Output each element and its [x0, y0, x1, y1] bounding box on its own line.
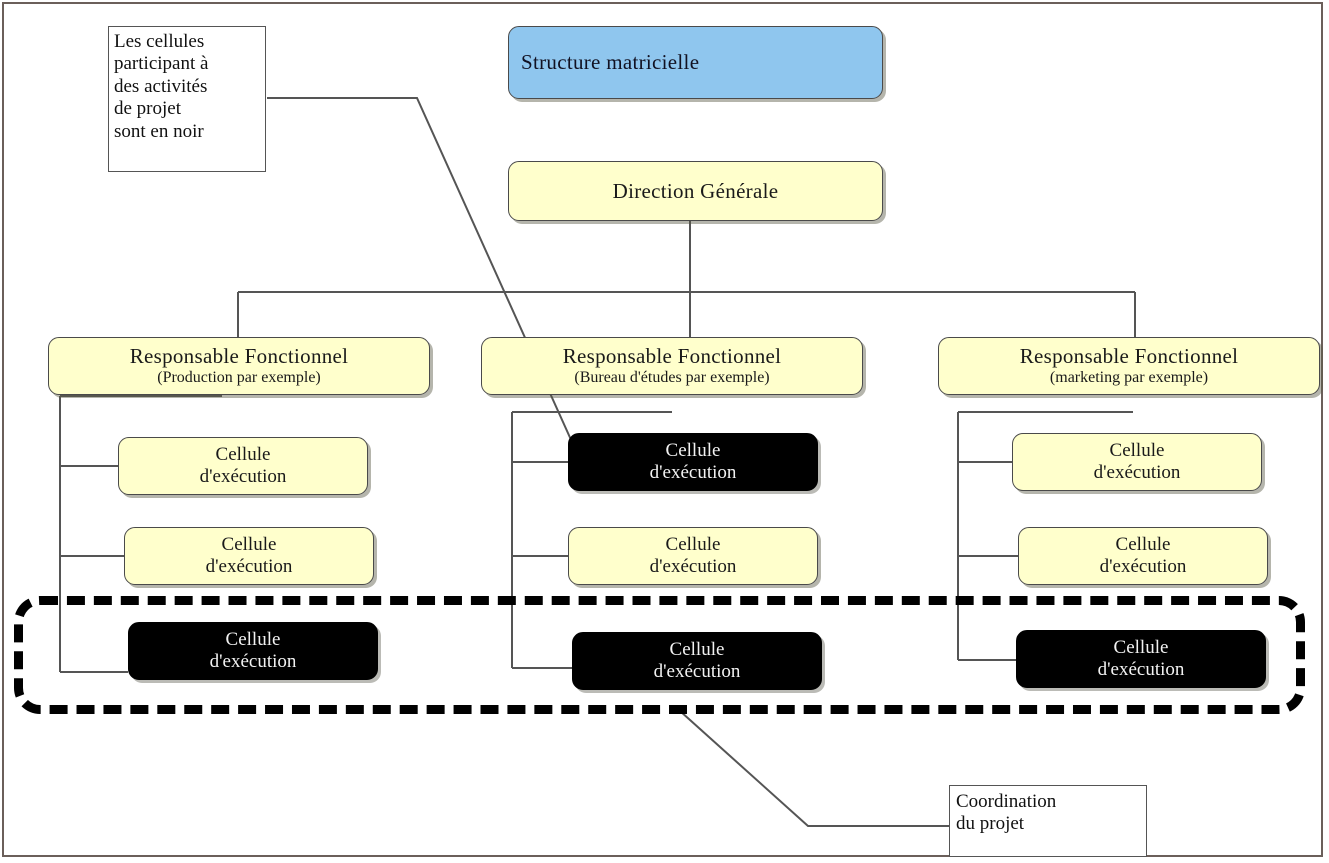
legend-note-line-3: des activités — [114, 75, 208, 97]
node-cell-2-3[interactable]: Cellule d'exécution — [572, 632, 822, 690]
node-responsable-2-title: Responsable Fonctionnel — [562, 344, 782, 369]
node-responsable-3-title: Responsable Fonctionnel — [1019, 344, 1239, 369]
coordination-note-box: Coordination du projet — [949, 785, 1147, 857]
node-cell-2-2-line1: Cellule — [665, 533, 721, 555]
project-zone-outline — [14, 596, 1305, 714]
line-coordination-leader — [679, 710, 949, 827]
legend-note-line-1: Les cellules — [114, 31, 205, 52]
node-responsable-2-subtitle: (Bureau d'études par exemple) — [574, 368, 770, 386]
legend-note-line-2: participant à — [114, 53, 209, 75]
node-cell-1-2[interactable]: Cellule d'exécution — [124, 527, 374, 585]
legend-note-box: Les cellules participant à des activités… — [108, 26, 266, 172]
node-responsable-3-subtitle: (marketing par exemple) — [1049, 368, 1209, 386]
node-cell-2-1-line2: d'exécution — [649, 462, 737, 483]
node-cell-3-3-line2: d'exécution — [1097, 659, 1185, 680]
node-cell-1-3[interactable]: Cellule d'exécution — [128, 622, 378, 680]
node-cell-1-2-line2: d'exécution — [205, 556, 293, 577]
node-cell-3-2-line1: Cellule — [1115, 533, 1171, 555]
node-responsable-1[interactable]: Responsable Fonctionnel (Production par … — [48, 337, 430, 395]
node-cell-3-2-line2: d'exécution — [1099, 556, 1187, 577]
node-responsable-1-subtitle: (Production par exemple) — [157, 368, 321, 386]
node-direction-generale-label: Direction Générale — [612, 178, 779, 203]
node-cell-2-1-line1: Cellule — [665, 439, 721, 461]
node-cell-1-1-line2: d'exécution — [199, 466, 287, 487]
node-cell-3-1-line2: d'exécution — [1093, 462, 1181, 483]
node-cell-1-1-line1: Cellule — [215, 443, 271, 465]
node-cell-3-3[interactable]: Cellule d'exécution — [1016, 630, 1266, 688]
coordination-note-line-2: du projet — [956, 813, 1025, 835]
node-cell-3-2[interactable]: Cellule d'exécution — [1018, 527, 1268, 585]
node-cell-3-3-line1: Cellule — [1113, 636, 1169, 658]
node-cell-1-1[interactable]: Cellule d'exécution — [118, 437, 368, 495]
node-cell-1-3-line1: Cellule — [225, 628, 281, 650]
node-cell-1-2-line1: Cellule — [221, 533, 277, 555]
diagram-title-box: Structure matricielle — [508, 26, 883, 99]
node-direction-generale[interactable]: Direction Générale — [508, 161, 883, 221]
node-cell-3-1[interactable]: Cellule d'exécution — [1012, 433, 1262, 491]
node-responsable-3[interactable]: Responsable Fonctionnel (marketing par e… — [938, 337, 1320, 395]
legend-note-line-4: de projet — [114, 98, 182, 120]
node-responsable-1-title: Responsable Fonctionnel — [129, 344, 349, 369]
coordination-note-line-1: Coordination — [956, 791, 1057, 812]
node-cell-3-1-line1: Cellule — [1109, 439, 1165, 461]
node-cell-2-2[interactable]: Cellule d'exécution — [568, 527, 818, 585]
legend-note-line-5: sont en noir — [114, 120, 204, 142]
node-cell-2-3-line1: Cellule — [669, 638, 725, 660]
node-cell-2-1[interactable]: Cellule d'exécution — [568, 433, 818, 491]
node-cell-1-3-line2: d'exécution — [209, 651, 297, 672]
node-responsable-2[interactable]: Responsable Fonctionnel (Bureau d'études… — [481, 337, 863, 395]
node-cell-2-2-line2: d'exécution — [649, 556, 737, 577]
line-legend-leader — [267, 97, 573, 443]
diagram-title: Structure matricielle — [521, 50, 700, 75]
node-cell-2-3-line2: d'exécution — [653, 661, 741, 682]
